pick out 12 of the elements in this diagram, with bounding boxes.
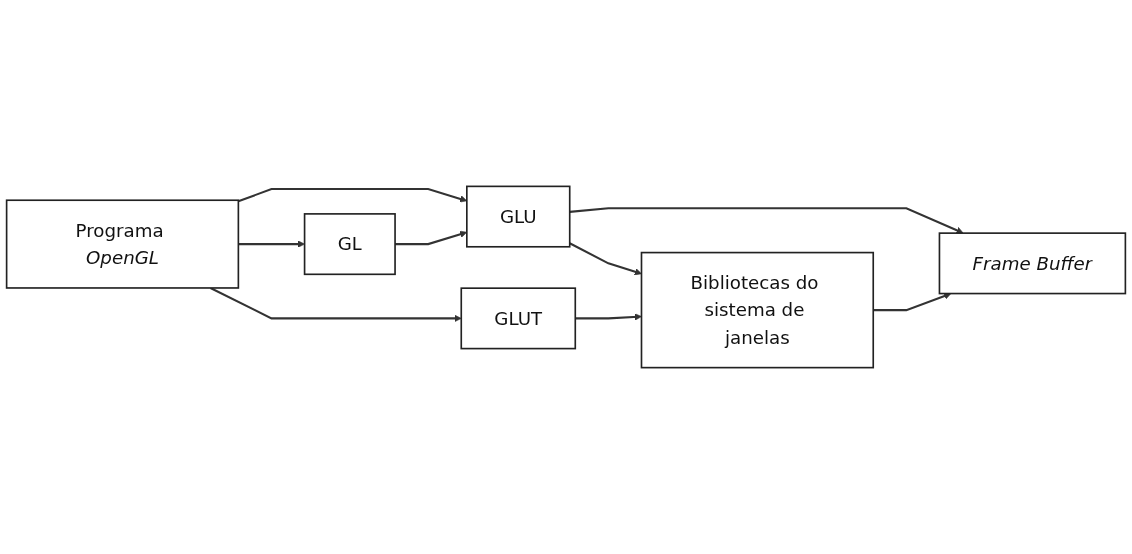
node-box: Programa OpenGL (5, 199, 240, 289)
arrow (238, 240, 305, 248)
arrow (873, 292, 952, 312)
arrow (575, 313, 642, 321)
node-box: GL (303, 213, 396, 276)
node-box: Bibliotecas do sistema de janelas (640, 251, 875, 369)
node-box: GLUT (460, 287, 577, 350)
node-box: Frame Buffer (938, 232, 1127, 295)
node-box: GLU (466, 185, 571, 248)
arrow (210, 287, 462, 322)
arrow (569, 207, 964, 234)
arrow (569, 242, 642, 276)
